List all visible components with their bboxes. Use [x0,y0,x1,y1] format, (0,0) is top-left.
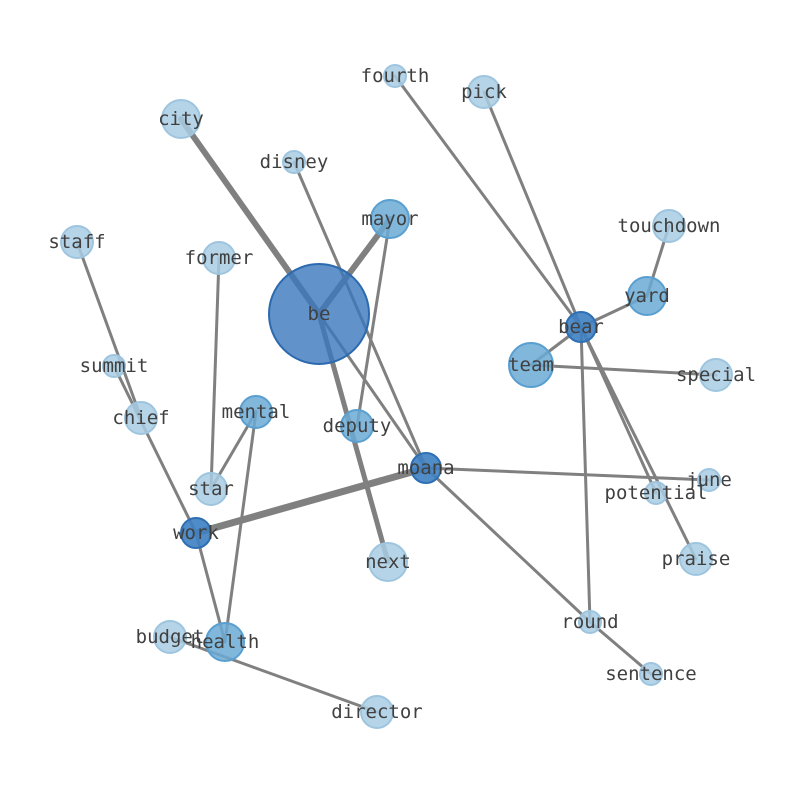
edge-moana-round [424,466,592,624]
node-mayor [370,199,410,239]
node-moana [410,452,442,484]
edge-moana-work [192,464,430,537]
edge-staff-chief [75,240,143,420]
node-disney [282,150,306,174]
edge-budget-director [168,635,379,714]
node-label-city: city [158,108,204,130]
node-label-pick: pick [461,81,507,103]
node-be [268,263,370,365]
edge-round-sentence [588,620,653,676]
node-label-sentence: sentence [605,663,697,685]
node-label-touchdown: touchdown [618,215,721,237]
node-label-potential: potential [605,482,708,504]
node-label-moana: moana [397,457,454,479]
node-fourth [383,64,407,88]
node-label-disney: disney [260,151,329,173]
node-label-round: round [561,611,618,633]
node-label-yard: yard [624,285,670,307]
node-star [194,472,228,506]
label-layer: be city fourth pick disney mayor touchdown staf… [48,65,756,723]
node-label-star: star [188,478,234,500]
edge-moana-june [424,466,711,482]
node-label-chief: chief [112,407,169,429]
node-label-fourth: fourth [361,65,430,87]
node-deputy [340,409,374,443]
node-former [202,241,236,275]
edge-fourth-bear [393,74,583,329]
node-chief [124,401,158,435]
node-label-be: be [308,303,331,325]
node-round [578,610,602,634]
node-label-health: health [191,631,260,653]
node-label-mayor: mayor [361,208,418,230]
node-staff [60,225,94,259]
node-special [699,358,733,392]
node-bear [565,311,597,343]
node-label-budget: budget [136,626,205,648]
node-label-former: former [185,247,254,269]
edge-mayor-deputy [355,217,392,428]
node-label-june: june [686,469,732,491]
node-health [205,622,245,662]
node-praise [679,542,713,576]
node-work [180,517,212,549]
node-next [368,542,408,582]
edge-mental-health [223,410,258,644]
node-team [508,342,554,388]
edge-summit-work [112,364,198,535]
node-layer [60,64,733,729]
node-director [360,695,394,729]
node-label-deputy: deputy [323,415,392,437]
node-budget [153,620,187,654]
edge-bear-praise [579,325,698,561]
node-label-summit: summit [80,355,149,377]
node-label-mental: mental [222,401,291,423]
node-label-praise: praise [662,548,731,570]
node-june [697,468,721,492]
edge-former-star [209,256,221,491]
node-summit [102,354,126,378]
node-label-special: special [676,364,756,386]
node-label-director: director [331,701,423,723]
node-label-bear: bear [558,316,604,338]
edge-pick-bear [482,90,583,329]
node-pick [467,75,501,109]
node-label-next: next [365,551,411,573]
node-potential [644,481,668,505]
node-city [161,99,201,139]
node-label-team: team [508,354,554,376]
edge-team-special [529,363,718,377]
node-sentence [639,662,663,686]
node-label-staff: staff [48,231,105,253]
edge-layer [75,74,718,714]
node-mental [239,395,273,429]
node-yard [627,276,667,316]
node-touchdown [652,209,686,243]
node-label-work: work [173,522,219,544]
